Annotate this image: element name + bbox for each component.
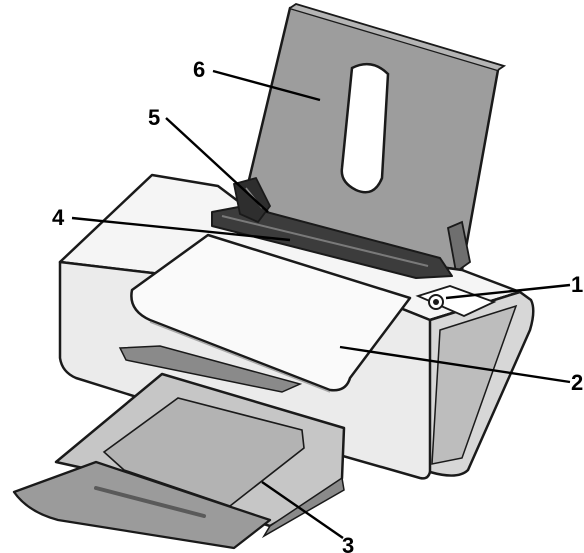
callout-leaders <box>71 69 571 539</box>
callout-number-6: 6 <box>193 57 205 82</box>
leader-line-3 <box>261 481 344 539</box>
callout-number-4: 4 <box>52 205 65 230</box>
leader-line-1 <box>445 283 571 300</box>
power-button-panel <box>415 285 497 317</box>
top-cover <box>130 233 412 393</box>
leader-line-4 <box>71 216 291 242</box>
paper-support <box>241 3 507 274</box>
callout-number-3: 3 <box>342 533 354 553</box>
leader-line-6 <box>212 69 321 102</box>
leader-line-5 <box>165 117 269 213</box>
callout-number-1: 1 <box>571 272 583 297</box>
callout-labels: 1 2 3 4 5 6 <box>52 57 583 553</box>
callout-number-2: 2 <box>571 370 583 395</box>
paper-support-slot <box>340 62 390 194</box>
leader-line-2 <box>339 345 571 384</box>
callout-number-5: 5 <box>148 105 160 130</box>
